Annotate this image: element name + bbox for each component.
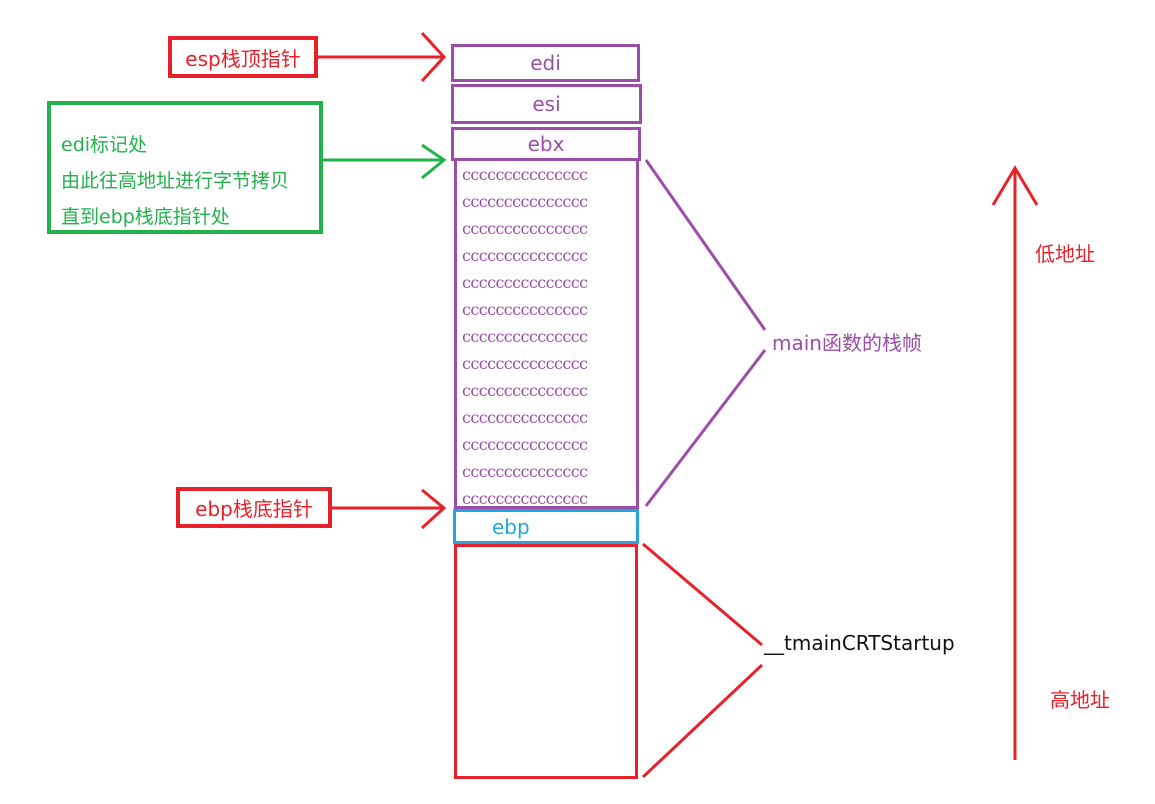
crt-frame-box bbox=[454, 544, 638, 779]
edi-note-line-2: 由此往高地址进行字节拷贝 bbox=[61, 170, 290, 192]
crt-frame-bracket bbox=[641, 542, 764, 779]
low-address-label: 低地址 bbox=[1035, 242, 1095, 266]
edi-note-line-1: edi标记处 bbox=[61, 134, 148, 156]
stack-fill-row: ccccccccccccccc bbox=[462, 354, 588, 373]
esp-pointer-box: esp栈顶指针 bbox=[168, 36, 318, 78]
stack-cell-ebx-label: ebx bbox=[527, 132, 565, 156]
stack-cell-ebp-label: ebp bbox=[492, 514, 530, 539]
stack-cell-esi: esi bbox=[451, 84, 642, 124]
stack-fill-row: ccccccccccccccc bbox=[462, 192, 588, 211]
stack-cell-ebp: ebp bbox=[453, 509, 639, 544]
ebp-pointer-box: ebp栈底指针 bbox=[176, 487, 332, 528]
stack-fill-row: ccccccccccccccc bbox=[462, 435, 588, 454]
ebp-pointer-arrow bbox=[332, 488, 447, 530]
main-frame-bracket bbox=[644, 159, 767, 507]
ebp-pointer-label: ebp栈底指针 bbox=[195, 497, 313, 521]
address-direction-arrow bbox=[991, 165, 1039, 760]
stack-cell-ebx: ebx bbox=[451, 127, 641, 161]
edi-note-box: edi标记处 由此往高地址进行字节拷贝 直到ebp栈底指针处 bbox=[47, 101, 323, 234]
esp-pointer-arrow bbox=[318, 31, 447, 83]
stack-cell-edi-label: edi bbox=[530, 51, 561, 75]
stack-fill-row: ccccccccccccccc bbox=[462, 327, 588, 346]
stack-fill-row: ccccccccccccccc bbox=[462, 462, 588, 481]
esp-pointer-label: esp栈顶指针 bbox=[185, 46, 301, 71]
stack-fill-region: ccccccccccccccc ccccccccccccccc cccccccccc… bbox=[454, 159, 639, 509]
stack-cell-esi-label: esi bbox=[532, 92, 561, 116]
stack-fill-row: ccccccccccccccc bbox=[462, 246, 588, 265]
main-frame-label: main函数的栈帧 bbox=[772, 331, 922, 355]
edi-marker-arrow bbox=[322, 143, 447, 180]
stack-cell-edi: edi bbox=[451, 44, 640, 82]
stack-fill-rows: ccccccccccccccc ccccccccccccccc cccccccccc… bbox=[457, 159, 636, 512]
stack-fill-row: ccccccccccccccc bbox=[462, 489, 588, 508]
stack-fill-row: ccccccccccccccc bbox=[462, 219, 588, 238]
edi-note-line-3: 直到ebp栈底指针处 bbox=[61, 206, 230, 228]
stack-fill-row: ccccccccccccccc bbox=[462, 300, 588, 319]
crt-frame-label: __tmainCRTStartup bbox=[764, 631, 955, 655]
stack-fill-row: ccccccccccccccc bbox=[462, 381, 588, 400]
high-address-label: 高地址 bbox=[1050, 688, 1110, 712]
stack-fill-row: ccccccccccccccc bbox=[462, 273, 588, 292]
stack-fill-row: ccccccccccccccc bbox=[462, 165, 588, 184]
stack-fill-row: ccccccccccccccc bbox=[462, 408, 588, 427]
